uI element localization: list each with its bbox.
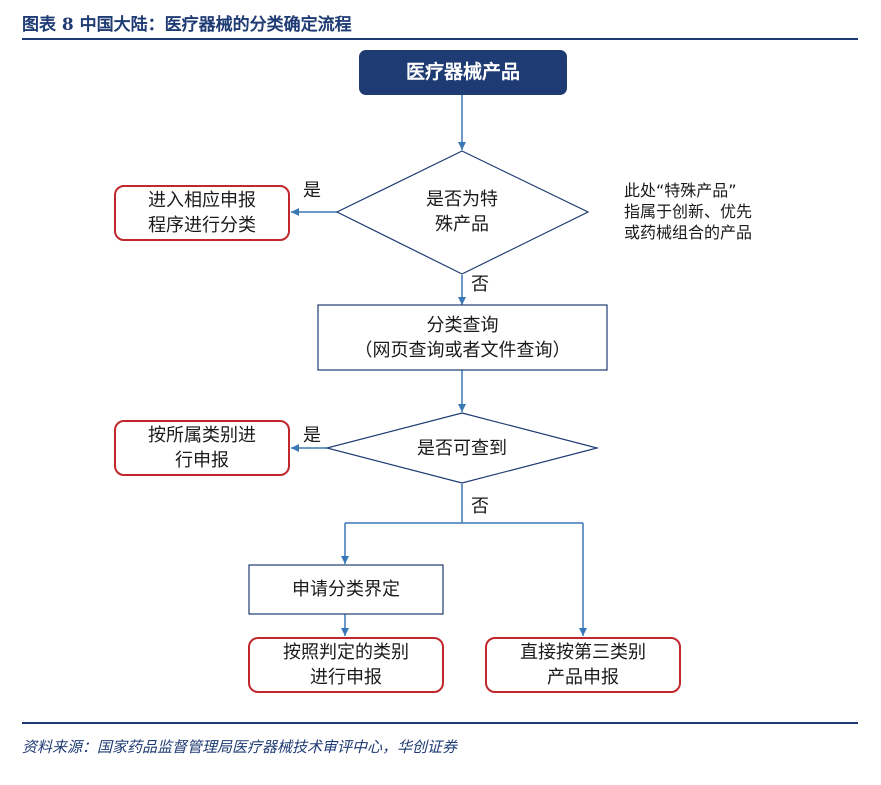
query-node: [317, 304, 608, 371]
special-product-note: 此处“特殊产品” 指属于创新、优先 或药械组合的产品: [624, 181, 753, 242]
start-node: [359, 50, 567, 95]
no-tag-special: 否: [471, 274, 489, 295]
found-yes-node: [114, 420, 290, 476]
header-rule: [22, 38, 858, 40]
yes-tag-found: 是: [303, 425, 321, 446]
yes-tag-special: 是: [303, 180, 321, 201]
decision-found-node: [324, 412, 600, 484]
no-tag-found: 否: [471, 496, 489, 517]
judged-node: [248, 637, 444, 693]
source-note: 资料来源：国家药品监督管理局医疗器械技术审评中心，华创证券: [22, 738, 458, 756]
special-yes-node: [114, 185, 290, 241]
figure-title: 图表 8 中国大陆：医疗器械的分类确定流程: [22, 15, 352, 35]
footer-rule: [22, 722, 858, 724]
define-node: [248, 564, 444, 615]
class3-node: [485, 637, 681, 693]
decision-special-node: [335, 150, 590, 275]
